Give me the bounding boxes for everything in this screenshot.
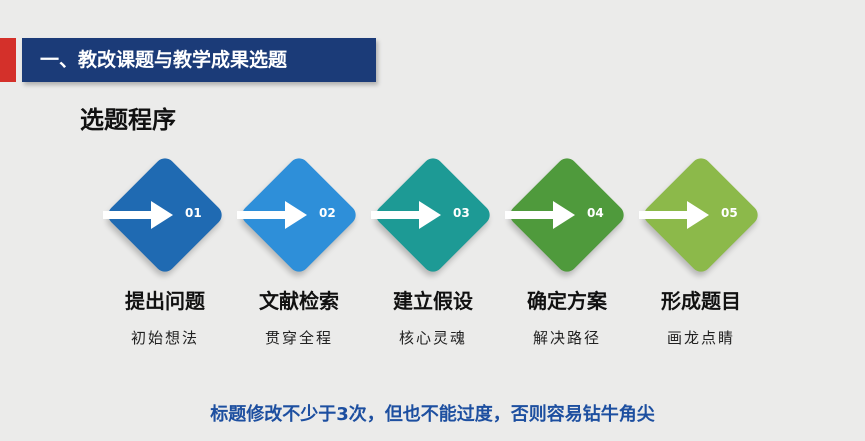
step-2: 02 文献检索 贯穿全程 [229, 154, 369, 355]
title-banner: 一、教改课题与教学成果选题 [22, 38, 376, 82]
arrow-right-icon [505, 201, 575, 229]
step-diamond: 05 [631, 154, 771, 276]
step-number: 05 [721, 206, 738, 220]
step-5: 05 形成题目 画龙点睛 [631, 154, 771, 355]
arrow-right-icon [103, 201, 173, 229]
step-number: 04 [587, 206, 604, 220]
step-number: 03 [453, 206, 470, 220]
step-diamond: 02 [229, 154, 369, 276]
step-title: 文献检索 [259, 289, 339, 313]
accent-bar [0, 38, 16, 82]
step-diamond: 01 [95, 154, 235, 276]
step-3: 03 建立假设 核心灵魂 [363, 154, 503, 355]
footer-note: 标题修改不少于3次，但也不能过度，否则容易钻牛角尖 [210, 404, 655, 425]
arrow-right-icon [371, 201, 441, 229]
step-title: 提出问题 [125, 289, 205, 313]
step-number: 02 [319, 206, 336, 220]
step-title: 形成题目 [661, 289, 741, 313]
step-description: 解决路径 [532, 329, 601, 347]
step-diamond: 03 [363, 154, 503, 276]
step-description: 画龙点睛 [666, 329, 735, 347]
step-description: 贯穿全程 [264, 329, 333, 347]
step-4: 04 确定方案 解决路径 [497, 154, 637, 355]
step-number: 01 [185, 206, 202, 220]
arrow-right-icon [237, 201, 307, 229]
step-diamond: 04 [497, 154, 637, 276]
step-title: 建立假设 [393, 289, 473, 313]
step-description: 核心灵魂 [398, 329, 467, 347]
step-1: 01 提出问题 初始想法 [95, 154, 235, 355]
step-title: 确定方案 [527, 289, 607, 313]
section-subtitle: 选题程序 [80, 106, 176, 134]
step-description: 初始想法 [130, 329, 199, 347]
arrow-right-icon [639, 201, 709, 229]
